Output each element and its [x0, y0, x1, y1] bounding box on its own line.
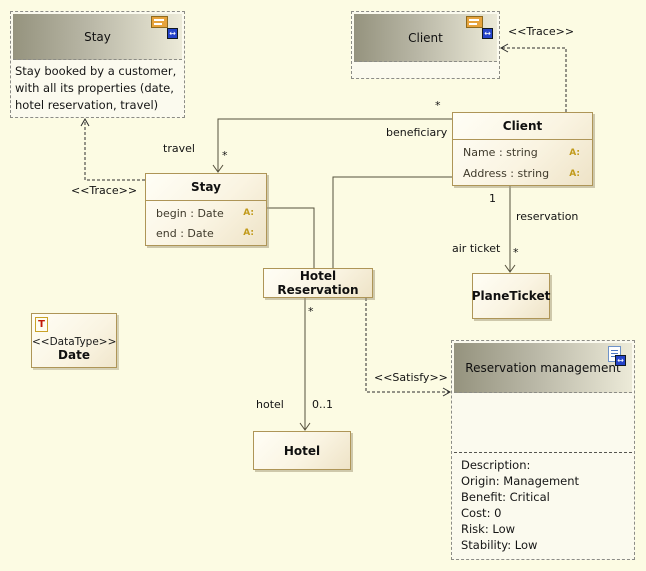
role-label-hotel[interactable]: hotel: [256, 398, 284, 411]
document-icon: [608, 346, 621, 362]
class-box-stay[interactable]: Stay begin : Date A: end : Date A:: [145, 173, 267, 246]
requirement-rm-empty-compartment: [454, 393, 632, 453]
attribute-label: end : Date: [156, 226, 214, 240]
satisfy-link[interactable]: [365, 298, 452, 397]
class-stay-name: Stay: [146, 174, 266, 201]
requirement-icon: ↔: [151, 16, 178, 39]
role-label-reservation[interactable]: reservation: [516, 210, 579, 223]
role-label-air-ticket[interactable]: air ticket: [452, 242, 501, 255]
role-label-travel[interactable]: travel: [163, 142, 195, 155]
class-box-hotel-reservation[interactable]: Hotel Reservation: [263, 268, 373, 298]
rm-field: Risk: Low: [461, 522, 516, 536]
attribute-label: Name : string: [463, 146, 538, 159]
note-icon: [466, 16, 483, 28]
rm-field: Description:: [461, 458, 531, 472]
requirement-rm-title: Reservation management: [465, 360, 621, 375]
class-client-name: Client: [453, 113, 592, 140]
attribute-visibility-icon: A:: [569, 147, 580, 158]
note-icon: [151, 16, 168, 28]
link-icon: ↔: [615, 355, 626, 366]
description-line: Stay booked by a customer,: [15, 64, 177, 78]
rm-field: Origin: Management: [461, 474, 580, 488]
attribute-row: Address : string A:: [453, 163, 592, 184]
association-client-planeticket[interactable]: [504, 186, 516, 273]
trace-link-client[interactable]: [499, 43, 567, 112]
datatype-box-date[interactable]: T <<DataType>> Date: [31, 313, 117, 368]
requirement-client-title: Client: [408, 30, 443, 45]
attribute-label: begin : Date: [156, 206, 224, 220]
class-box-client[interactable]: Client Name : string A: Address : string…: [452, 112, 593, 186]
attribute-row: Name : string A:: [453, 142, 592, 163]
role-label-beneficiary[interactable]: beneficiary: [386, 126, 448, 139]
multiplicity-hr-hotel-source[interactable]: *: [308, 305, 314, 318]
multiplicity-client-stay-target[interactable]: *: [222, 149, 228, 162]
class-hotel-reservation-name: Hotel Reservation: [277, 269, 359, 297]
requirement-stay-description: Stay booked by a customer, with all its …: [11, 60, 184, 117]
attribute-row: begin : Date A:: [146, 203, 266, 223]
requirement-box-client[interactable]: Client ↔: [351, 11, 500, 79]
rm-field: Stability: Low: [461, 538, 538, 552]
association-hotelreservation-hotel[interactable]: [299, 298, 311, 431]
requirement-box-stay[interactable]: Stay ↔ Stay booked by a customer, with a…: [10, 11, 185, 118]
stereotype-label-satisfy[interactable]: <<Satisfy>>: [374, 371, 448, 384]
requirement-stay-header: Stay ↔: [13, 14, 182, 60]
description-line: with all its properties (date,: [15, 81, 174, 95]
requirement-rm-fields: Description: Origin: Management Benefit:…: [452, 453, 634, 553]
link-icon: ↔: [482, 28, 493, 39]
multiplicity-client-stay-source[interactable]: *: [435, 99, 441, 112]
multiplicity-hr-hotel-target[interactable]: 0..1: [312, 398, 333, 411]
class-hotel-name: Hotel: [283, 443, 321, 458]
association-stay-hotelreservation[interactable]: [267, 207, 315, 268]
trace-link-stay[interactable]: [80, 117, 145, 181]
datatype-name: Date: [58, 348, 90, 362]
requirement-icon: ↔: [606, 346, 626, 366]
stereotype-label-trace-stay[interactable]: <<Trace>>: [71, 184, 138, 197]
rm-field: Benefit: Critical: [461, 490, 550, 504]
requirement-client-header: Client ↔: [354, 14, 497, 62]
class-box-planeticket[interactable]: PlaneTicket: [472, 273, 550, 319]
description-line: hotel reservation, travel): [15, 98, 159, 112]
attribute-visibility-icon: A:: [243, 228, 254, 238]
requirement-icon: ↔: [466, 16, 493, 39]
requirement-stay-title: Stay: [84, 29, 111, 44]
rm-field: Cost: 0: [461, 506, 502, 520]
attribute-label: Address : string: [463, 167, 550, 180]
requirement-rm-header: Reservation management ↔: [454, 343, 632, 393]
attribute-visibility-icon: A:: [243, 208, 254, 218]
multiplicity-client-planeticket-source[interactable]: 1: [489, 192, 496, 205]
datatype-stereotype: <<DataType>>: [32, 336, 117, 348]
attribute-visibility-icon: A:: [569, 168, 580, 179]
association-client-hotelreservation[interactable]: [332, 176, 452, 268]
class-box-hotel[interactable]: Hotel: [253, 431, 351, 470]
stereotype-label-trace-client[interactable]: <<Trace>>: [508, 25, 575, 38]
attribute-row: end : Date A:: [146, 223, 266, 243]
multiplicity-client-planeticket-target[interactable]: *: [513, 246, 519, 259]
requirement-box-reservation-management[interactable]: Reservation management ↔ Description: Or…: [451, 340, 635, 560]
datatype-icon: T: [35, 317, 48, 332]
association-client-stay[interactable]: [212, 118, 452, 173]
link-icon: ↔: [167, 28, 178, 39]
class-planeticket-name: PlaneTicket: [471, 289, 551, 303]
